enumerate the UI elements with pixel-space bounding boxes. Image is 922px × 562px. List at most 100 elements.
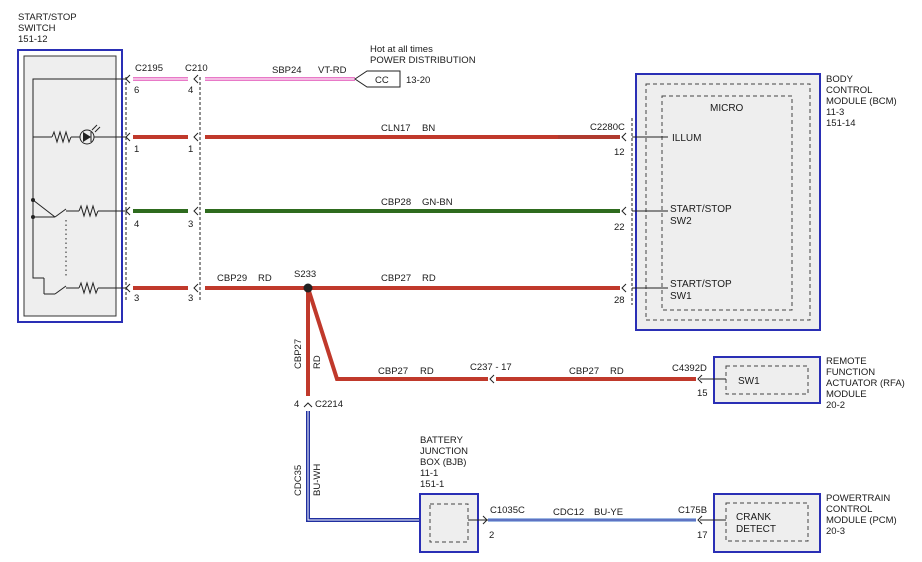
wire-cbp27-vert-color: RD <box>312 355 323 369</box>
wire-cdc12-color: BU-YE <box>594 507 623 518</box>
bcm-inner-dash <box>645 83 811 321</box>
rfa-title-line-2: FUNCTION <box>826 367 875 378</box>
arrow-icon <box>697 374 703 384</box>
wire-cbp27-mid-b-label: CBP27 <box>569 366 599 377</box>
rfa-title-line-5: 20-2 <box>826 400 845 411</box>
wire-sbp24-color: VT-RD <box>318 65 347 76</box>
pin-bcm-22: 22 <box>614 222 625 233</box>
bcm-sw1-line-2: SW1 <box>670 291 692 302</box>
connector-c1035c-label: C1035C <box>490 505 525 516</box>
arrow-icon <box>193 74 199 84</box>
switch-title-line-2: SWITCH <box>18 23 56 34</box>
wire-cln17-label: CLN17 <box>381 123 411 134</box>
wire-cbp27-branch <box>306 287 488 381</box>
bcm-module: MICRO ILLUM START/STOP SW2 START/STOP SW… <box>590 73 897 331</box>
pin-c2195-4: 4 <box>134 219 139 230</box>
power-cc-label: CC <box>375 75 389 86</box>
bjb-border <box>419 493 479 553</box>
bcm-title-line-3: MODULE (BCM) <box>826 96 897 107</box>
rfa-title-line-3: ACTUATOR (RFA) <box>826 378 905 389</box>
arrow-icon <box>193 283 199 293</box>
bjb-inner-dash <box>429 503 469 543</box>
wire-cbp29-cbp27: CBP29 RD CBP27 RD <box>133 273 620 290</box>
pcm-title-line-2: CONTROL <box>826 504 872 515</box>
pin-c2195-1: 1 <box>134 144 139 155</box>
switch-contact-1 <box>32 199 56 218</box>
bcm-title-line-5: 151-14 <box>826 118 856 129</box>
wire-cbp27-vert-label: CBP27 <box>293 339 304 369</box>
power-ref: 13-20 <box>406 75 430 86</box>
connector-c175b-label: C175B <box>678 505 707 516</box>
connector-c2280c-label: C2280C <box>590 122 625 133</box>
pcm-inner-line-1: CRANK <box>736 512 771 523</box>
resistor-illum-icon <box>51 130 72 144</box>
wire-cbp29-label: CBP29 <box>217 273 247 284</box>
wire-sbp24-label: SBP24 <box>272 65 302 76</box>
wire-cdc35-stripe <box>307 411 420 521</box>
connector-c2195-label: C2195 <box>135 63 163 74</box>
connector-c2214-label: C2214 <box>315 399 343 410</box>
switch-title-line-1: START/STOP <box>18 12 77 23</box>
pin-c2214-4: 4 <box>294 399 299 410</box>
power-cc-box <box>354 70 401 88</box>
bjb-title-line-2: JUNCTION <box>420 446 468 457</box>
arrow-icon <box>621 206 627 216</box>
bcm-title-line-2: CONTROL <box>826 85 872 96</box>
wire-sbp24: SBP24 VT-RD <box>133 65 355 81</box>
bcm-illum-label: ILLUM <box>672 133 701 144</box>
bcm-micro-box <box>661 95 793 311</box>
led-ray-icon-2 <box>94 126 101 133</box>
wire-cdc12: CDC12 BU-YE <box>488 507 696 522</box>
power-line-2: POWER DISTRIBUTION <box>370 55 476 66</box>
bjb-title-line-3: BOX (BJB) <box>420 457 466 468</box>
wire-cdc35-label: CDC35 <box>293 465 304 496</box>
wire-cbp28: CBP28 GN-BN <box>133 197 620 213</box>
resistor-sw2-icon <box>78 204 99 218</box>
pin-bcm-28: 28 <box>614 295 625 306</box>
connector-c4392d-label: C4392D <box>672 363 707 374</box>
pin-bjb-2: 2 <box>489 530 494 541</box>
rfa-title-line-1: REMOTE <box>826 356 867 367</box>
splice-s233-label: S233 <box>294 269 316 280</box>
wire-cbp28-color: GN-BN <box>422 197 453 208</box>
pin-c210-2: 3 <box>188 293 193 304</box>
pcm-inner-dash <box>725 502 809 542</box>
wire-cbp27-label: CBP27 <box>381 273 411 284</box>
rfa-inner-dash <box>725 365 809 395</box>
switch-common-line <box>32 78 126 279</box>
pin-c210-4: 4 <box>188 85 193 96</box>
switch-blade-1 <box>54 208 67 218</box>
pcm-module: CRANK DETECT C175B 17 POWERTRAIN CONTROL… <box>678 493 897 553</box>
arrow-icon <box>125 206 131 216</box>
led-ray-icon <box>91 124 98 131</box>
wire-cbp28-label: CBP28 <box>381 197 411 208</box>
bcm-micro-label: MICRO <box>710 103 744 114</box>
start-stop-switch: START/STOP SWITCH 151-12 <box>17 12 126 323</box>
bjb-title-line-1: BATTERY <box>420 435 464 446</box>
arrow-icon <box>125 74 131 84</box>
pin-bcm-12: 12 <box>614 147 625 158</box>
wire-cln17-color: BN <box>422 123 435 134</box>
pcm-title-line-3: MODULE (PCM) <box>826 515 897 526</box>
bcm-title-line-1: BODY <box>826 74 854 85</box>
arrow-icon <box>193 206 199 216</box>
bcm-border <box>635 73 821 331</box>
resistor-sw1-icon <box>78 281 99 295</box>
splice-dot <box>303 283 313 293</box>
connector-c237-label: C237 - 17 <box>470 362 512 373</box>
splice-s233: S233 CBP27 RD CBP27 RD C237 - 17 CBP27 R… <box>293 269 696 396</box>
arrow-icon <box>697 515 703 525</box>
wire-cdc35: 4 C2214 CDC35 BU-WH <box>293 399 420 522</box>
bcm-sw2-line-2: SW2 <box>670 216 692 227</box>
power-line-1: Hot at all times <box>370 44 433 55</box>
switch-blade-2 <box>54 285 67 295</box>
wire-cdc35-line <box>306 411 420 522</box>
pcm-border <box>713 493 821 553</box>
rfa-border <box>713 356 821 404</box>
bcm-title-line-4: 11-3 <box>826 107 844 118</box>
switch-node-1 <box>31 198 35 202</box>
wire-cbp27-mid-a-label: CBP27 <box>378 366 408 377</box>
pcm-title-line-1: POWERTRAIN <box>826 493 890 504</box>
rfa-title-line-4: MODULE <box>826 389 867 400</box>
